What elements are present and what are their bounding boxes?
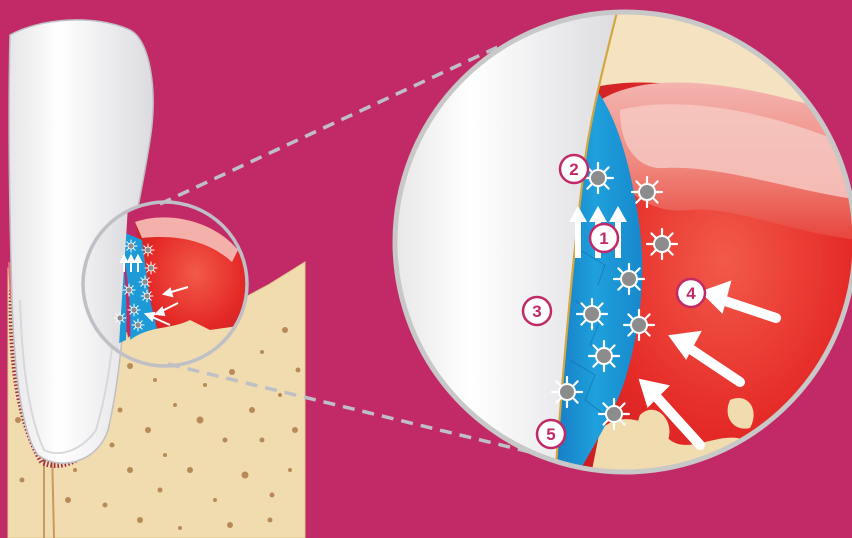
label-2: 2 [560, 155, 588, 183]
label-2-text: 2 [569, 160, 578, 179]
label-1: 1 [590, 224, 618, 252]
label-5-text: 5 [546, 425, 555, 444]
label-5: 5 [537, 420, 565, 448]
label-4: 4 [677, 279, 705, 307]
overview-illustration [8, 20, 305, 538]
label-3-text: 3 [532, 302, 541, 321]
label-4-text: 4 [686, 284, 696, 303]
magnified-view [390, 0, 852, 480]
label-3: 3 [523, 297, 551, 325]
label-1-text: 1 [599, 229, 608, 248]
